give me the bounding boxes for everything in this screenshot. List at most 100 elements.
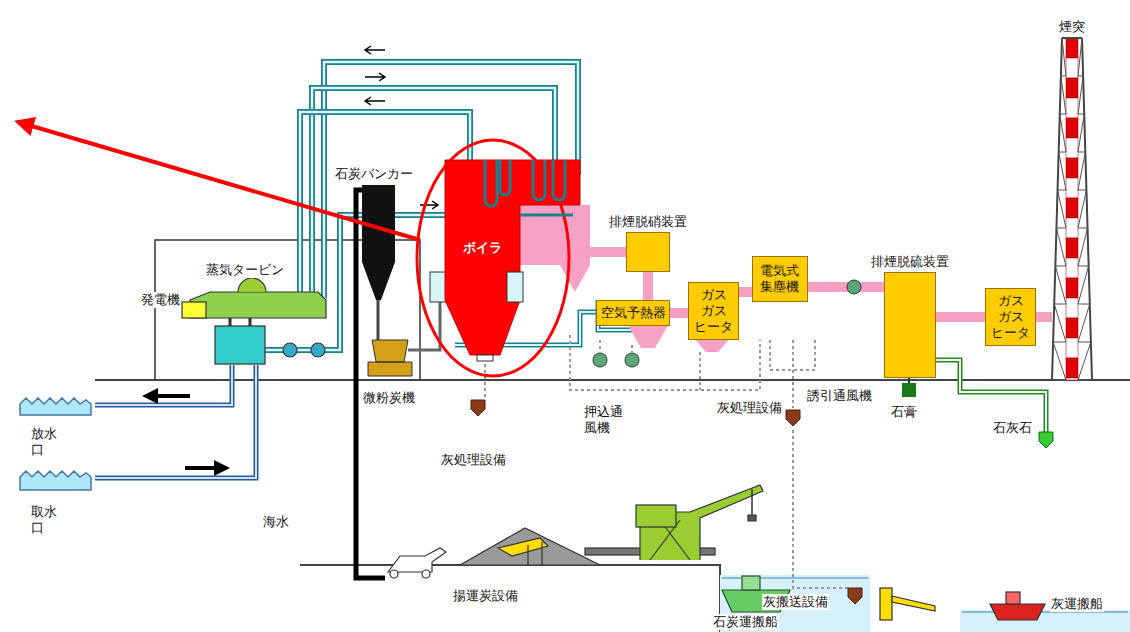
coal-bunker: [368, 340, 412, 376]
water: [960, 610, 1130, 632]
part-label: 取水口: [30, 504, 58, 535]
unit-heading: 排煙脱硫装置: [870, 254, 950, 270]
desulfurization-unit: 排煙脱硫装置: [884, 272, 936, 378]
flue-gas-duct: [580, 247, 626, 257]
chimney-brace: [1058, 152, 1087, 190]
steam-turbine: [283, 343, 297, 357]
coal-yard: [498, 538, 548, 565]
boiler-gas-pass: [520, 205, 590, 292]
chimney-band: [1066, 218, 1078, 238]
steam-turbine: [182, 302, 206, 318]
part-label: 石炭運搬船: [712, 614, 779, 630]
ash-hopper-marker: [471, 400, 485, 416]
chimney-brace: [1052, 342, 1092, 380]
coal-yard: [388, 548, 446, 572]
denox-unit: 排煙脱硝装置: [626, 232, 670, 272]
chimney-band: [1066, 278, 1078, 298]
chimney-brace: [1059, 114, 1086, 152]
fan: [593, 353, 607, 367]
chimney-brace: [1054, 266, 1090, 304]
chimney-band: [1066, 358, 1078, 378]
limestone-gypsum: [902, 383, 916, 397]
flue-gas-duct: [739, 287, 752, 297]
chimney-brace: [1053, 304, 1091, 342]
air-ash-line: [570, 335, 760, 390]
coal-yard: [748, 515, 756, 521]
cooling-water: [95, 365, 232, 405]
flow-arrow: [365, 46, 385, 54]
coal-bunker: [377, 300, 380, 340]
limestone-gypsum: [1039, 432, 1053, 448]
cooling-water: [95, 365, 232, 405]
ash-hopper-marker: [471, 400, 862, 604]
callout: [18, 122, 420, 240]
chimney-band: [1066, 138, 1078, 158]
part-label: 石炭バンカー: [334, 166, 414, 182]
chimney-band: [1066, 338, 1078, 358]
flue-gas-duct: [1036, 312, 1052, 322]
electrostatic-precipitator: 電気式 集塵機: [752, 256, 808, 302]
limestone-gypsum: [908, 378, 910, 383]
part-label: 海水: [262, 514, 290, 530]
chimney-band: [1066, 258, 1078, 278]
burner: [430, 272, 446, 302]
flue-gas-duct: [670, 308, 688, 318]
boiler-tube: [520, 214, 573, 217]
chimney-band: [1066, 298, 1078, 318]
chimney-band: [1066, 158, 1078, 178]
part-label: 微粉炭機: [362, 390, 416, 406]
chimney-brace: [1056, 190, 1087, 228]
ash-loader-ship: [990, 604, 1045, 620]
steam-turbine: [190, 292, 326, 318]
part-label: 灰搬送設備: [762, 594, 829, 610]
air-ash-line: [600, 340, 700, 390]
cooling-water: [150, 394, 190, 398]
part-label: 放水口: [30, 426, 58, 457]
air-preheater: 空気予熱器: [596, 300, 670, 326]
ash-loader-ship: [880, 588, 892, 620]
ash-loader-ship: [892, 596, 935, 611]
flow-arrow: [365, 46, 438, 209]
ash-hopper-marker: [848, 588, 862, 604]
coal-yard: [388, 485, 763, 578]
steam-turbine: [215, 326, 265, 364]
chimney-band: [1066, 238, 1078, 258]
chimney-frame: [1052, 38, 1092, 380]
chimney-band: [1066, 178, 1078, 198]
air-ash-line: [484, 358, 486, 398]
unit-label: ガス ガス ヒータ: [693, 287, 735, 336]
part-label: 灰処理設備: [440, 452, 507, 468]
unit-label: ボイラ: [445, 240, 520, 256]
fan: [625, 353, 639, 367]
chimney-band: [1066, 118, 1078, 138]
unit-heading: 排煙脱硝装置: [608, 214, 688, 230]
burner: [507, 272, 523, 302]
cooling-water: [20, 365, 256, 490]
chimney-brace: [1061, 38, 1083, 76]
boiler-shape: [445, 160, 580, 360]
chimney-band: [1066, 378, 1078, 380]
chimney-brace: [1060, 76, 1084, 114]
part-label: 発電機: [140, 292, 181, 308]
steam-turbine: [238, 278, 266, 292]
coal-yard: [390, 570, 398, 578]
unit-label: 空気予熱器: [601, 305, 666, 321]
steam-turbine: [182, 278, 326, 364]
boiler-body: [445, 160, 580, 355]
gas-gas-heater: ガス ガス ヒータ: [985, 288, 1036, 346]
flow-arrow: [365, 97, 385, 105]
chimney: 煙突: [1052, 38, 1092, 380]
boiler-tube: [500, 160, 510, 195]
flow-arrow: [365, 73, 385, 81]
ash-hopper-marker: [786, 410, 800, 426]
cooling-water: [20, 398, 91, 415]
boiler: ボイラ: [445, 160, 580, 360]
chimney-band: [1066, 78, 1078, 98]
chimney-band: [1066, 38, 1078, 58]
chimney-band: [1066, 318, 1078, 338]
cooling-water: [95, 365, 256, 478]
ground: [95, 379, 1130, 381]
chimney-band: [1066, 58, 1078, 78]
